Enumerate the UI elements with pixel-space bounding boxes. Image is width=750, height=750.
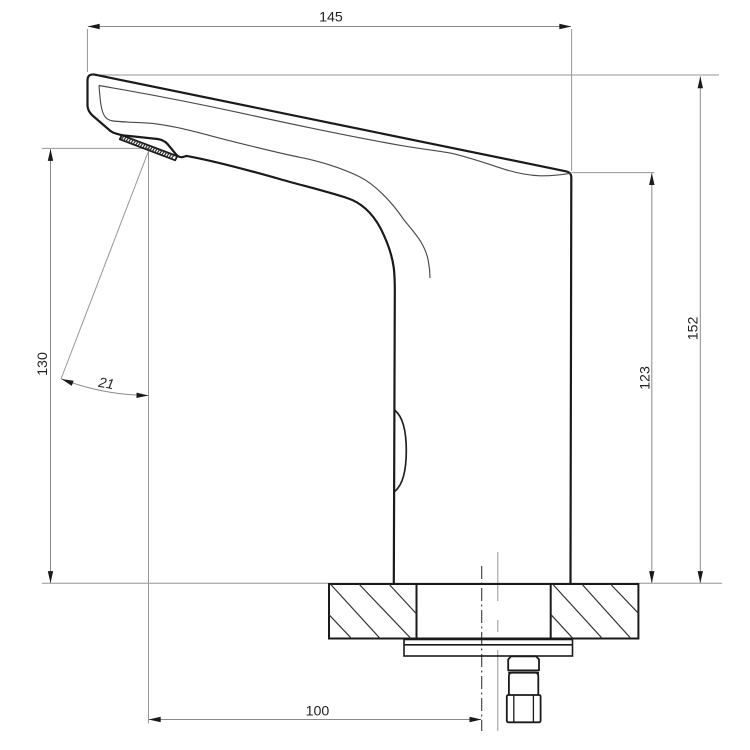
svg-text:145: 145 [319, 10, 343, 26]
svg-text:152: 152 [685, 316, 701, 340]
svg-text:123: 123 [637, 366, 653, 390]
svg-text:130: 130 [35, 352, 51, 376]
svg-text:21: 21 [96, 374, 115, 393]
svg-text:100: 100 [306, 704, 330, 720]
